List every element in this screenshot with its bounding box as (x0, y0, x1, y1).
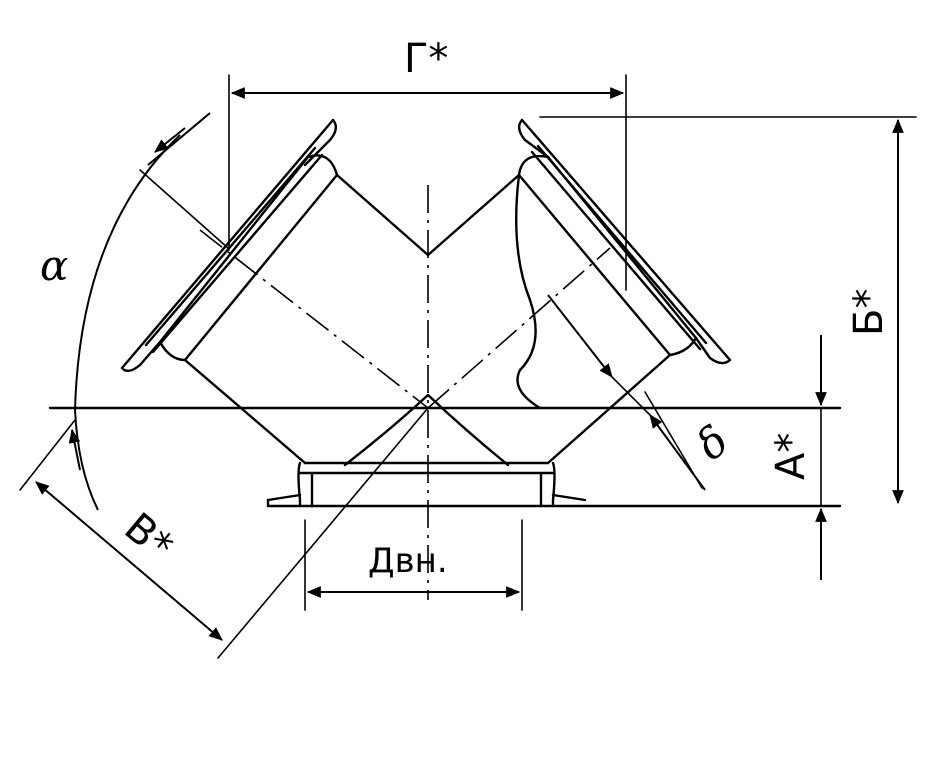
label-alpha: α (40, 241, 68, 290)
dim-v: В* (19, 419, 223, 641)
dim-gamma: Г* (228, 36, 627, 291)
label-a: А* (768, 433, 814, 480)
label-dvn: Двн. (368, 541, 448, 581)
dim-dvn: Двн. (304, 519, 523, 611)
centre-lines (199, 185, 611, 659)
label-delta: δ (687, 416, 738, 470)
dim-b: Б* (539, 116, 917, 505)
label-gamma: Г* (404, 36, 448, 82)
bottom-outlet (266, 461, 587, 508)
dim-a: А* (768, 335, 827, 580)
label-v: В* (116, 504, 182, 570)
body-outline (183, 173, 672, 467)
left-branch (120, 118, 339, 373)
label-b: Б* (846, 289, 892, 336)
dim-alpha: α (40, 112, 229, 511)
right-branch (515, 118, 732, 410)
